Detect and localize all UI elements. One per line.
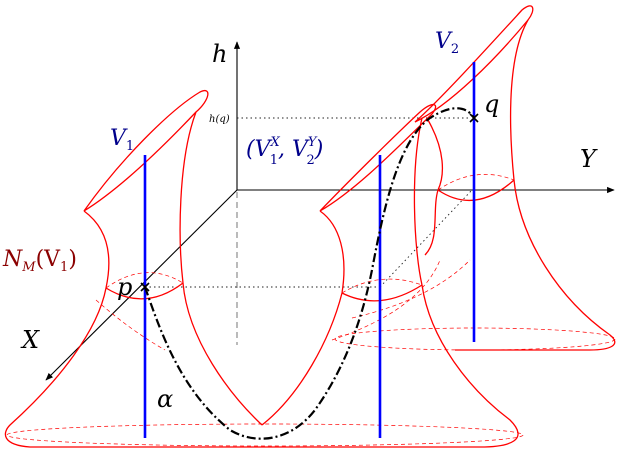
p-point-mark	[140, 282, 150, 292]
left-outer-side	[4, 210, 262, 448]
mid-ellipse-back	[341, 278, 423, 294]
fibers	[143, 62, 476, 438]
h-axis-label: h	[212, 40, 227, 68]
right-outer-side	[455, 19, 616, 351]
back-funnel-inner-c	[95, 299, 166, 351]
alpha-label: α	[157, 385, 173, 413]
y-axis-label: Y	[580, 145, 598, 173]
v2-label: V2	[435, 29, 459, 57]
x-axis-label: X	[20, 326, 40, 354]
p-to-q-guide	[379, 189, 473, 288]
back-funnel-inner-a	[331, 259, 441, 341]
curve-alpha	[143, 107, 475, 440]
v1-label: V1	[110, 126, 134, 154]
left-top-rim	[83, 89, 209, 212]
marks	[140, 113, 479, 292]
mid-ellipse-front	[341, 284, 423, 302]
middle-left-side	[261, 210, 345, 426]
q-label: q	[484, 90, 499, 118]
q-ellipse-front	[437, 179, 515, 202]
p-label: p	[117, 273, 132, 301]
hq-label: h(q)	[209, 114, 230, 125]
q-ellipse-back	[437, 174, 515, 191]
middle-right-side	[262, 117, 519, 448]
back-funnel-inner-b	[351, 259, 471, 319]
surface-right	[414, 5, 616, 351]
right-left-side	[424, 119, 443, 256]
right-top-rim	[414, 5, 534, 123]
hidden-surface-edges	[6, 174, 616, 447]
q-point-mark	[469, 113, 479, 123]
neighborhood-label: NM(V1)	[2, 247, 77, 275]
x-axis	[45, 189, 238, 381]
axes	[45, 41, 615, 381]
surface-middle	[261, 104, 519, 448]
middle-top-rim	[319, 104, 437, 212]
base-ellipse-front	[6, 423, 524, 447]
